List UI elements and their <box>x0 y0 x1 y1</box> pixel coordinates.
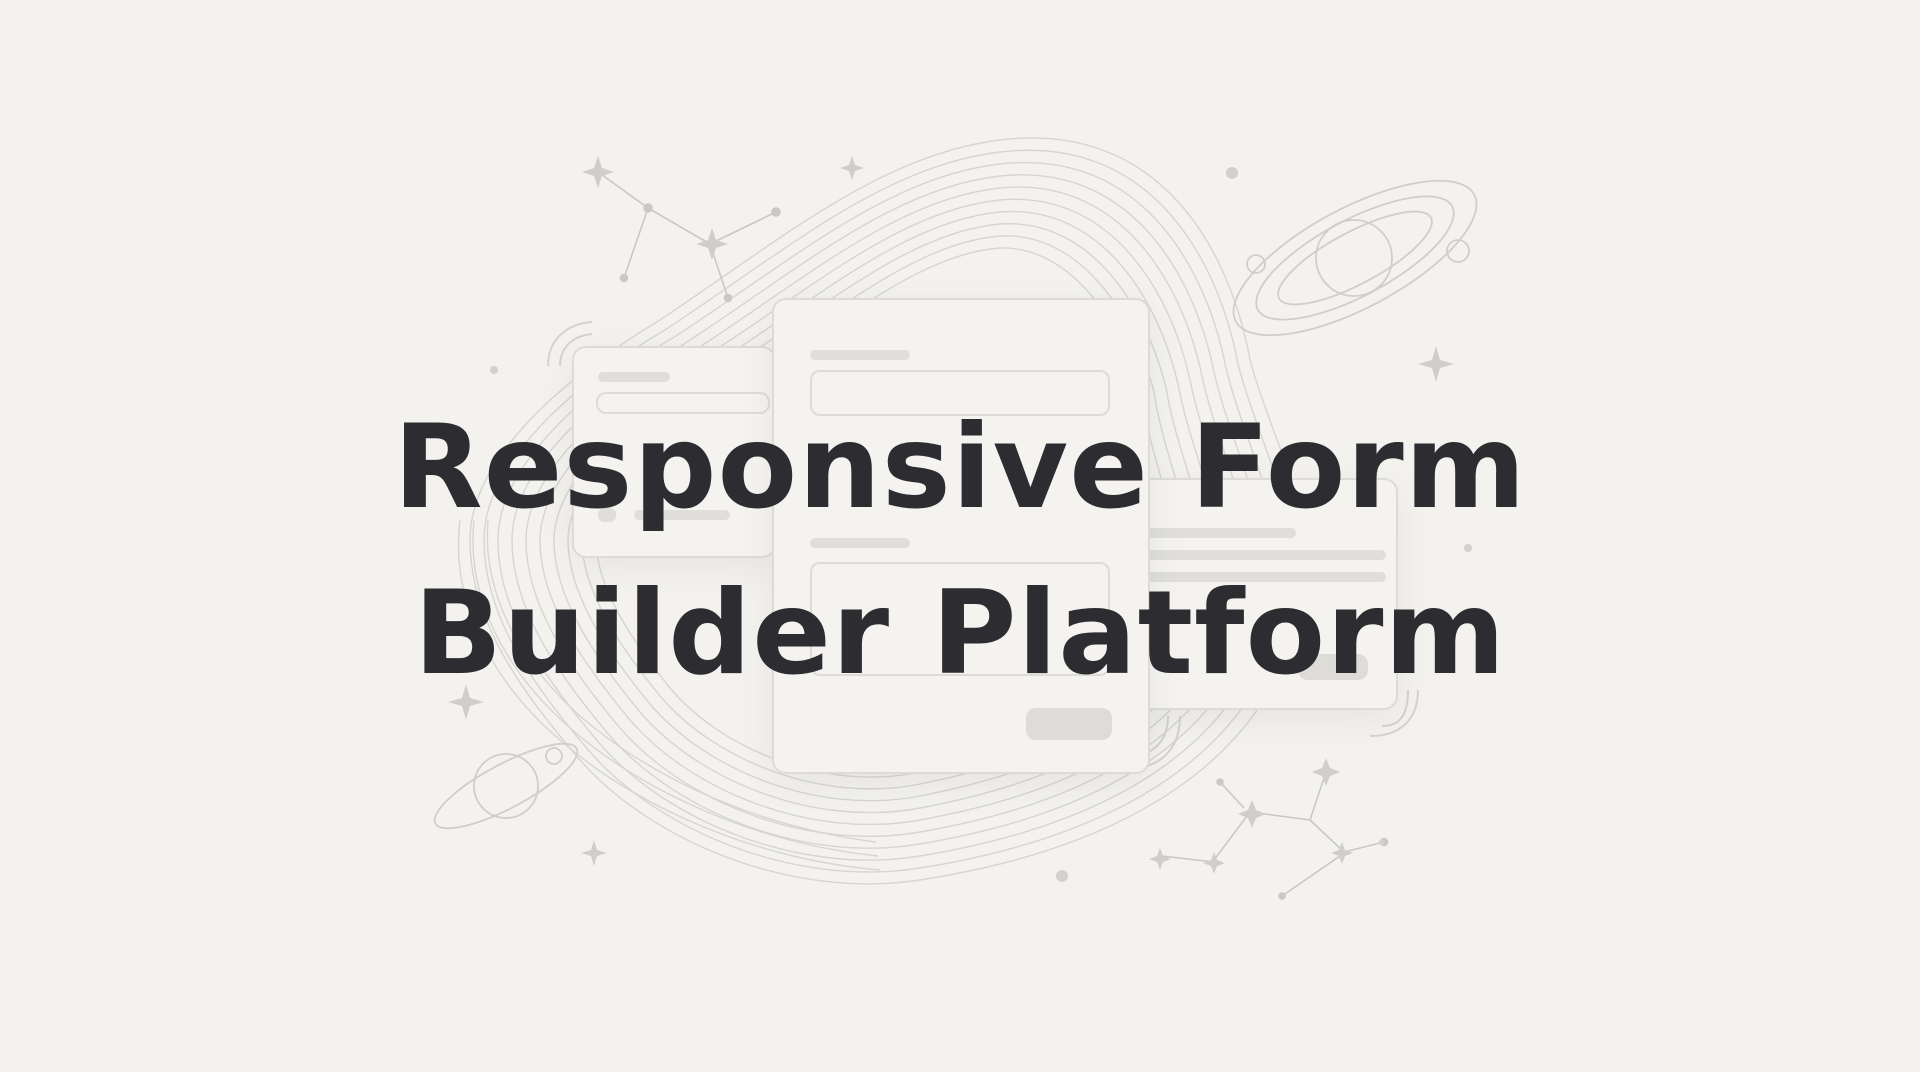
hero-title-line-1: Responsive Form <box>393 400 1527 535</box>
mock-label-bar <box>810 350 910 360</box>
form-mockup-back-left <box>572 346 776 558</box>
mock-label-bar <box>1146 550 1386 560</box>
planet-icon <box>433 742 579 830</box>
constellation-icon <box>1161 771 1389 900</box>
mock-input-field <box>596 392 770 414</box>
star-dot-icon <box>490 167 1472 882</box>
mock-label-bar <box>1146 572 1386 582</box>
form-mockup-back-right <box>1120 478 1398 710</box>
hero-title-line-2: Builder Platform <box>413 566 1507 701</box>
constellation-icon <box>597 171 781 303</box>
mock-input-field <box>810 562 1110 676</box>
mock-label-bar <box>634 510 730 520</box>
mock-input-field <box>810 370 1110 416</box>
mock-submit-button <box>1298 654 1368 680</box>
planet-icon <box>1232 179 1478 337</box>
mock-checkbox <box>598 508 616 522</box>
mock-submit-button <box>1026 708 1112 740</box>
mock-label-bar <box>598 372 670 382</box>
hero-title: Responsive Form Builder Platform <box>0 385 1920 717</box>
mock-label-bar <box>1146 528 1296 538</box>
form-mockup-front <box>772 298 1150 774</box>
contour-rings-icon <box>457 137 1308 885</box>
sparkle-icon <box>448 156 1454 874</box>
mock-label-bar <box>810 538 910 548</box>
